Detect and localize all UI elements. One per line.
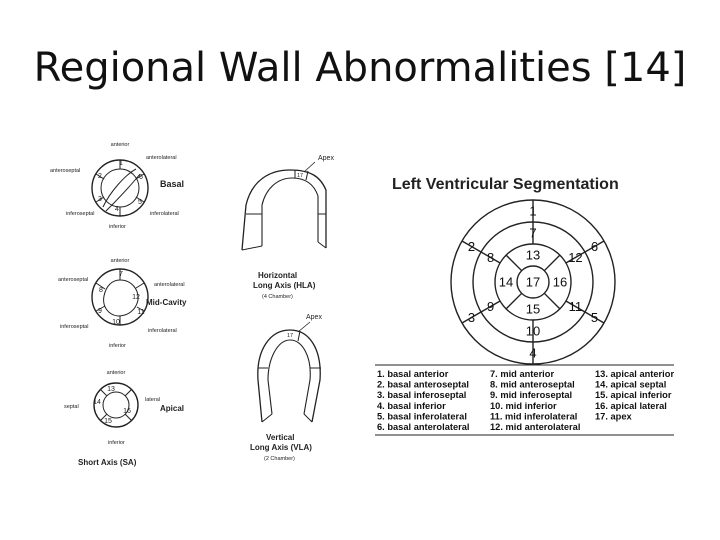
apical-segment-label: 16 [553, 275, 567, 290]
basal-anterolateral-label: anterolateral [146, 155, 177, 161]
apical-anterior-label: anterior [107, 370, 126, 376]
apical-segment-label: 13 [526, 248, 540, 263]
legend-item: 2. basal anteroseptal [377, 380, 469, 390]
mid-segment-label: 9 [487, 299, 494, 314]
hla-seg-num: 17 [297, 173, 303, 179]
hla-apex-label: Apex [318, 155, 334, 162]
mid-segment-label: 11 [569, 299, 583, 314]
legend-item: 9. mid inferoseptal [490, 390, 572, 400]
apex-segment-label: 17 [526, 275, 540, 290]
mid-segment-label: 8 [487, 250, 494, 265]
vla-diagram: Apex 17 Vertical Long Axis (VLA) (2 Cham… [250, 314, 322, 462]
apical-seg-num: 15 [104, 418, 112, 425]
segment-divider [461, 300, 501, 324]
basal-seg-num: 5 [138, 199, 142, 206]
segment-divider [543, 254, 561, 272]
basal-segment-label: 2 [468, 239, 475, 254]
segment-divider [565, 300, 605, 324]
legend-item: 17. apex [595, 411, 633, 421]
segment-divider [461, 240, 501, 264]
apical-lateral-label: lateral [145, 397, 160, 403]
vla-caption-2: Long Axis (VLA) [250, 443, 312, 452]
basal-segment-label: 4 [529, 346, 536, 361]
mid-seg-num: 12 [132, 294, 140, 301]
segment-legend: 1. basal anterior 7. mid anterior 13. apic… [375, 364, 674, 436]
short-axis-caption: Short Axis (SA) [78, 458, 137, 467]
legend-item: 10. mid inferior [490, 401, 557, 411]
mid-inferoseptal-label: inferoseptal [60, 324, 88, 330]
segment-divider [565, 240, 605, 264]
legend-item: 7. mid anterior [490, 369, 554, 379]
apical-title: Apical [160, 404, 184, 413]
basal-inferior-label: inferior [109, 224, 126, 230]
mid-seg-num: 7 [119, 271, 123, 278]
bullseye-diagram: Left Ventricular Segmentation 1654327121… [392, 176, 619, 365]
mid-segment-label: 10 [526, 324, 540, 339]
legend-item: 16. apical lateral [595, 401, 667, 411]
legend-item: 4. basal inferior [377, 401, 446, 411]
vla-apex-label: Apex [306, 314, 322, 321]
mid-segment-label: 12 [568, 250, 582, 265]
legend-item: 3. basal inferoseptal [377, 390, 466, 400]
legend-item: 11. mid inferolateral [490, 411, 577, 421]
basal-inferoseptal-label: inferoseptal [66, 211, 94, 217]
hla-caption-3: (4 Chamber) [262, 294, 293, 300]
mid-seg-num: 10 [112, 319, 120, 326]
legend-item: 5. basal inferolateral [377, 411, 467, 421]
apical-seg-num: 16 [123, 408, 131, 415]
mid-anterior-label: anterior [111, 258, 130, 264]
apical-segment-label: 15 [526, 302, 540, 317]
vla-seg-num: 17 [287, 333, 293, 339]
legend-item: 12. mid anterolateral [490, 422, 580, 432]
basal-seg-num: 2 [98, 173, 102, 180]
apical-inferior-label: inferior [108, 440, 125, 446]
hla-caption-2: Long Axis (HLA) [253, 281, 316, 290]
legend-item: 14. apical septal [595, 380, 666, 390]
slide-title: Regional Wall Abnormalities [14] [33, 45, 687, 91]
hla-caption-1: Horizontal [258, 271, 297, 280]
basal-seg-num: 4 [115, 206, 119, 213]
basal-segment-label: 6 [591, 239, 598, 254]
apical-seg-num: 14 [93, 399, 101, 406]
mid-seg-num: 8 [99, 287, 103, 294]
mid-inferior-label: inferior [109, 343, 126, 349]
bullseye-title: Left Ventricular Segmentation [392, 176, 619, 193]
mid-seg-num: 9 [98, 308, 102, 315]
basal-seg-num: 3 [98, 196, 102, 203]
mid-inferolateral-label: inferolateral [148, 328, 177, 334]
sa-basal-diagram: anterior anterolateral anteroseptal infe… [50, 142, 184, 230]
vla-caption-3: (2 Chamber) [264, 456, 295, 462]
legend-item: 6. basal anterolateral [377, 422, 470, 432]
mid-seg-num: 11 [137, 309, 144, 316]
sa-mid-diagram: anterior anterolateral anteroseptal infe… [58, 258, 187, 349]
basal-segment-label: 3 [468, 310, 475, 325]
basal-inferolateral-label: inferolateral [150, 211, 179, 217]
basal-anteroseptal-label: anteroseptal [50, 168, 80, 174]
apical-segment-label: 14 [499, 275, 513, 290]
basal-segment-label: 5 [591, 310, 598, 325]
basal-title: Basal [160, 179, 184, 189]
legend-item: 8. mid anteroseptal [490, 380, 575, 390]
legend-item: 1. basal anterior [377, 369, 449, 379]
basal-segment-label: 1 [529, 204, 536, 219]
hla-diagram: Apex 17 Horizontal Long Axis (HLA) (4 Ch… [241, 155, 334, 300]
basal-anterior-label: anterior [111, 142, 130, 148]
mid-anteroseptal-label: anteroseptal [58, 277, 88, 283]
mid-anterolateral-label: anterolateral [154, 282, 185, 288]
segment-divider [543, 292, 561, 310]
apical-septal-label: septal [64, 404, 79, 410]
mid-segment-label: 7 [529, 226, 536, 241]
segment-divider [505, 292, 523, 310]
mid-cavity-title: Mid-Cavity [146, 298, 187, 307]
legend-item: 13. apical anterior [595, 369, 674, 379]
basal-seg-num: 6 [139, 174, 143, 181]
apical-seg-num: 13 [107, 386, 115, 393]
basal-seg-num: 1 [119, 160, 123, 167]
legend-item: 15. apical inferior [595, 390, 672, 400]
sa-apical-diagram: anterior septal lateral inferior 13 14 1… [64, 370, 184, 467]
segment-divider [505, 254, 523, 272]
vla-caption-1: Vertical [266, 433, 294, 442]
